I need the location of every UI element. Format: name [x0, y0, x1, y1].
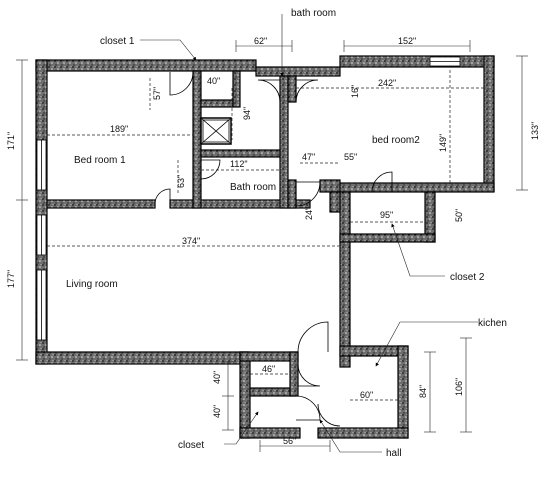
dim-40-closet-upper: 40" — [212, 371, 222, 384]
bedroom2-label: bed room2 — [372, 135, 420, 146]
dim-50: 50" — [454, 209, 464, 222]
dim-84: 84" — [418, 385, 428, 398]
dim-63: 63" — [176, 175, 186, 188]
hall-callout: hall — [386, 448, 402, 459]
closet-callout: closet — [178, 440, 204, 451]
dim-177: 177" — [6, 270, 16, 288]
closet2-callout: closet 2 — [450, 272, 485, 283]
dim-46: 46" — [262, 364, 275, 374]
bathroom-label: Bath room — [230, 182, 276, 193]
dim-40-closet-lower: 40" — [212, 405, 222, 418]
shaft-box — [200, 117, 232, 145]
dim-60: 60" — [360, 390, 373, 400]
dim-57: 57" — [152, 87, 162, 100]
dim-374: 374" — [182, 236, 200, 246]
dim-112: 112" — [230, 159, 248, 169]
dim-152: 152" — [398, 36, 416, 46]
dim-149: 149" — [438, 134, 448, 152]
dim-106: 106" — [454, 378, 464, 396]
living-room-label: Living room — [66, 279, 118, 290]
dimension-lines — [16, 40, 528, 452]
bathroom-callout: bath room — [291, 8, 336, 19]
dim-171: 171" — [6, 132, 16, 150]
callout-leaders — [140, 14, 478, 453]
kitchen-callout: kichen — [478, 318, 507, 329]
interior-walls — [46, 70, 341, 397]
dim-24: 24" — [304, 207, 314, 220]
dim-95: 95" — [380, 210, 393, 220]
exterior-walls — [35, 55, 495, 439]
dim-133: 133" — [530, 122, 540, 140]
dim-16: 16" — [350, 85, 360, 98]
dim-47: 47" — [302, 152, 315, 162]
dim-94: 94" — [242, 107, 252, 120]
doors — [154, 71, 393, 427]
dim-189: 189" — [110, 124, 128, 134]
dim-40-closet1: 40" — [207, 76, 220, 86]
bedroom1-label: Bed room 1 — [74, 155, 126, 166]
windows — [36, 56, 461, 341]
closet1-callout: closet 1 — [100, 36, 135, 47]
dim-55: 55" — [344, 152, 357, 162]
dim-62: 62" — [254, 36, 267, 46]
dim-242: 242" — [378, 78, 396, 88]
dim-56: 56" — [283, 436, 296, 446]
